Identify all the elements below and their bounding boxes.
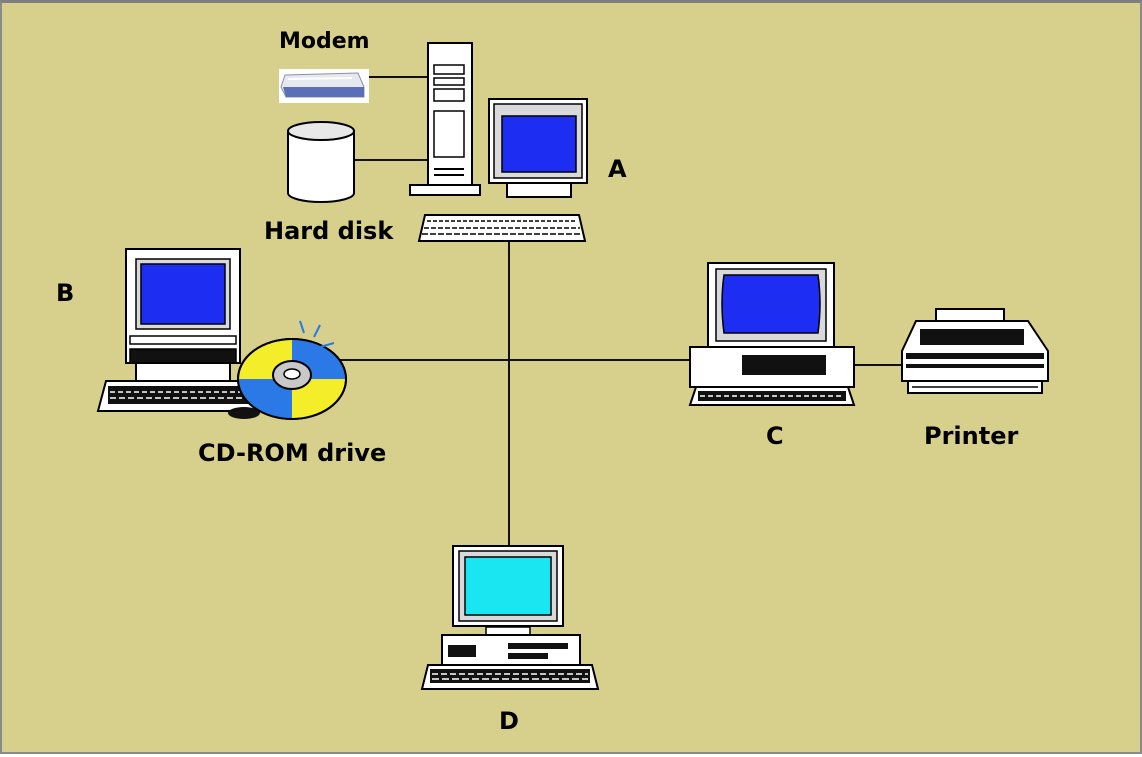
computer-b-icon [96,248,274,419]
computer-a-icon [409,42,588,242]
computer-a-label: A [608,155,627,183]
printer-icon [901,308,1049,394]
computer-b-label: B [56,279,74,307]
computer-d-icon [420,545,600,690]
hard-disk-label: Hard disk [264,217,394,245]
cd-rom-icon [237,320,347,420]
printer-label: Printer [924,422,1018,450]
network-diagram: Modem Hard disk A B CD-ROM drive C Print… [56,29,1049,735]
computer-c-icon [688,262,856,406]
computer-c-label: C [766,422,784,450]
computer-d-label: D [499,707,519,735]
modem-icon [279,69,369,103]
cd-rom-label: CD-ROM drive [198,439,386,467]
hard-disk-icon [287,121,355,203]
modem-label: Modem [279,29,370,54]
network-cables [337,76,905,548]
